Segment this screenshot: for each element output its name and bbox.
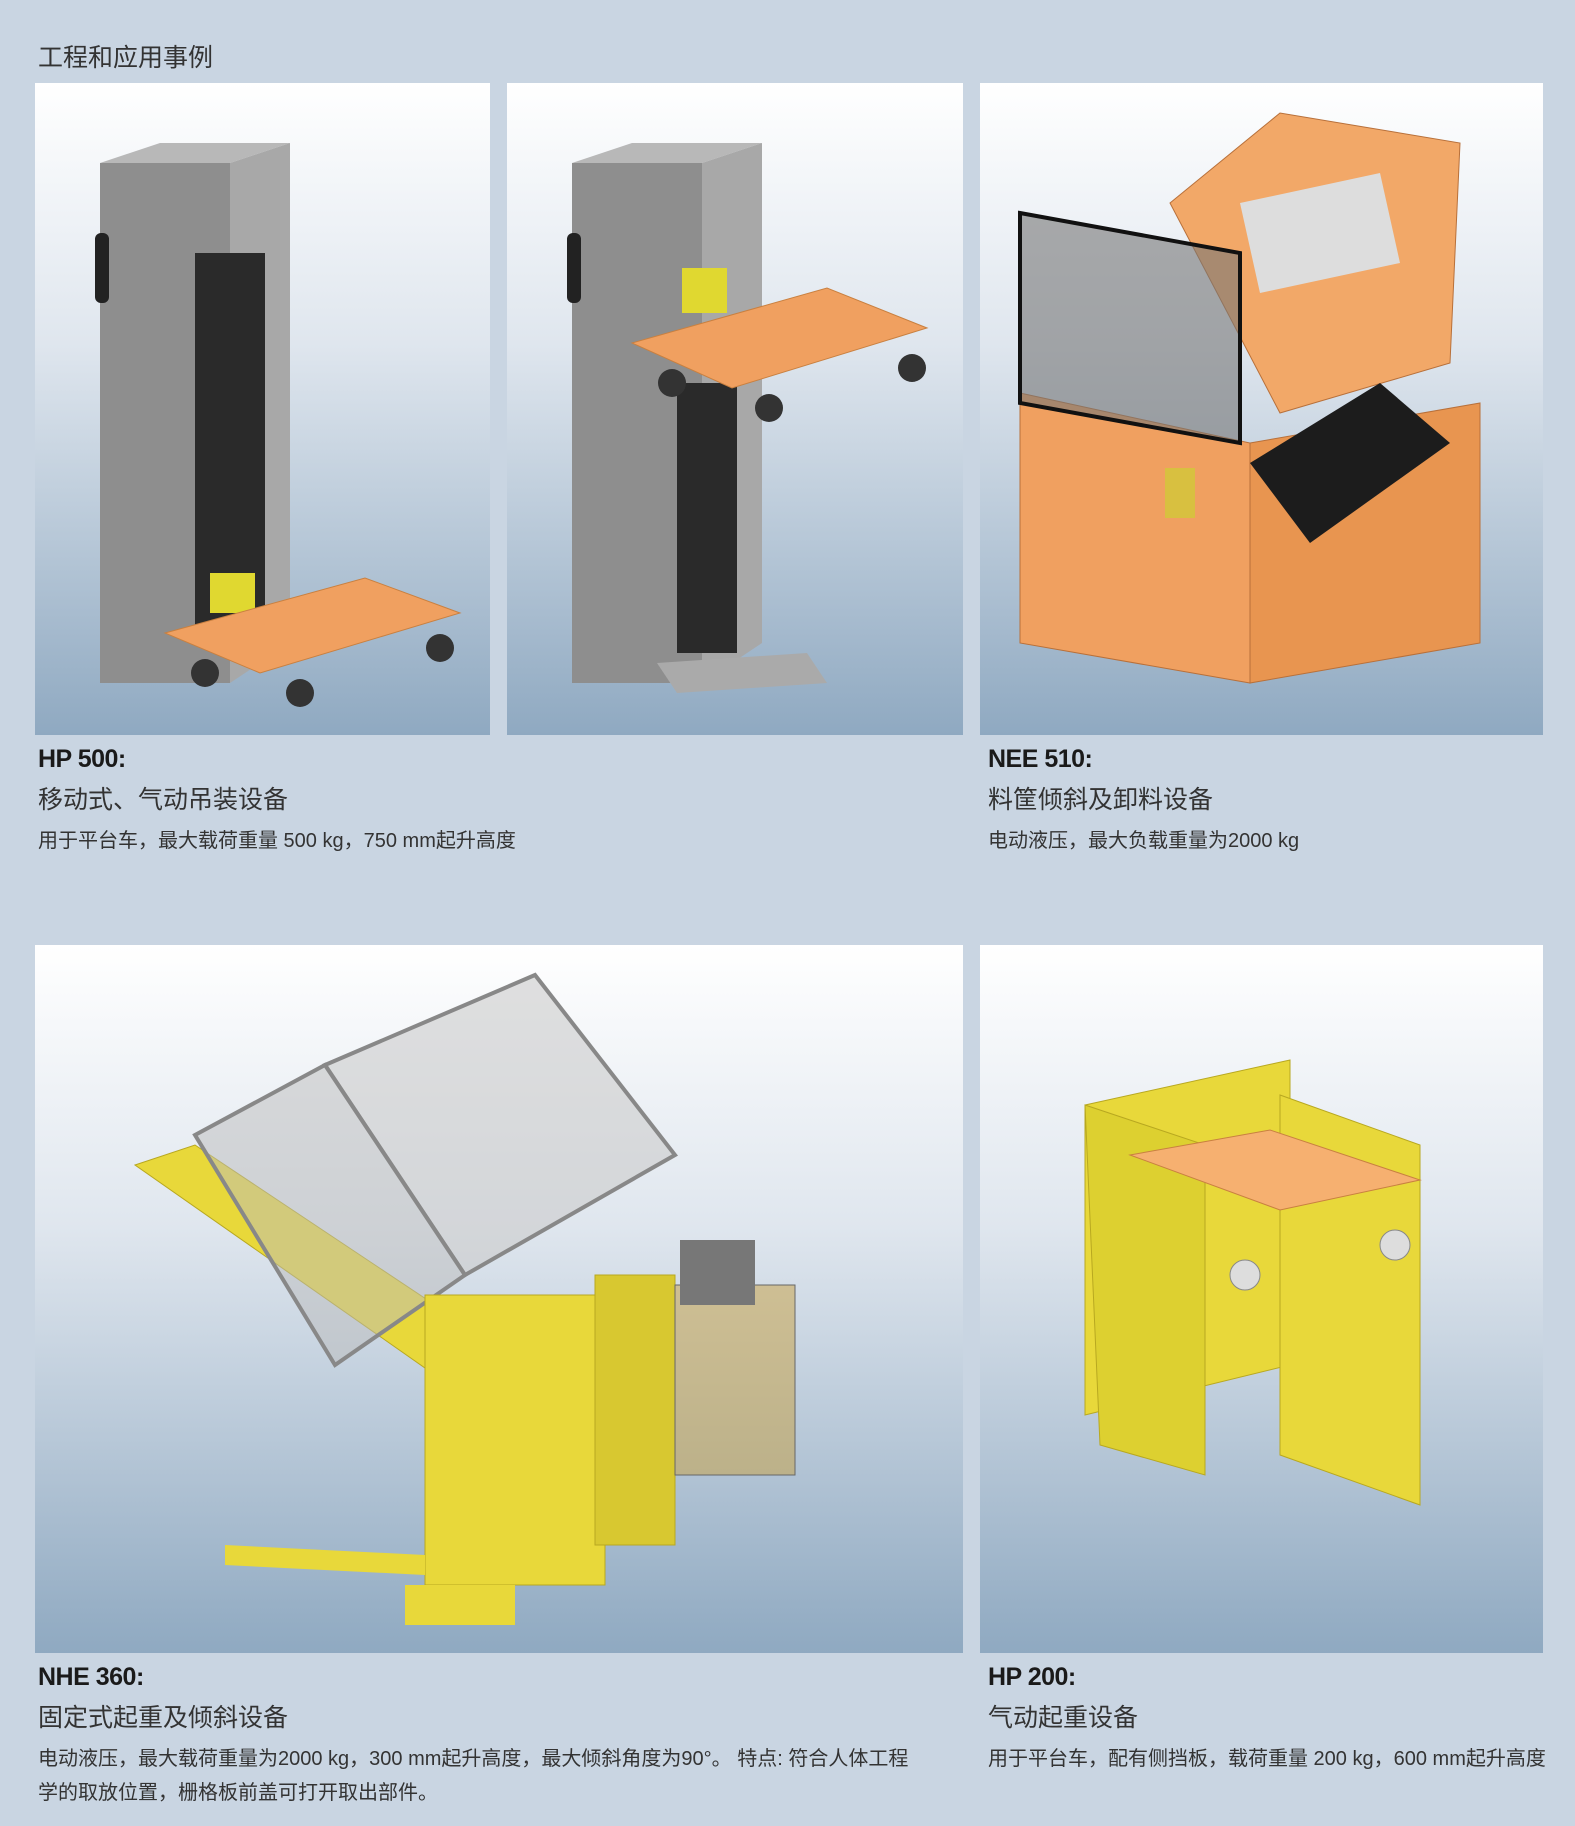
page-title: 工程和应用事例 bbox=[38, 44, 214, 72]
product-subtitle: 料筐倾斜及卸料设备 bbox=[988, 786, 1214, 814]
hp500-image-raised bbox=[507, 83, 963, 735]
product-subtitle: 气动起重设备 bbox=[988, 1704, 1139, 1732]
product-model: HP 500: bbox=[38, 745, 126, 773]
product-model: HP 200: bbox=[988, 1663, 1076, 1691]
product-caption-hp500: HP 500: 移动式、气动吊装设备 用于平台车，最大载荷重量 500 kg，7… bbox=[38, 745, 598, 858]
product-model: NHE 360: bbox=[38, 1663, 144, 1691]
product-caption-nee510: NEE 510: 料筐倾斜及卸料设备 电动液压，最大负载重量为2000 kg bbox=[988, 745, 1548, 858]
product-caption-hp200: HP 200: 气动起重设备 用于平台车，配有侧挡板，载荷重量 200 kg，6… bbox=[988, 1663, 1548, 1776]
nhe360-image bbox=[35, 945, 963, 1653]
product-description: 用于平台车，最大载荷重量 500 kg，750 mm起升高度 bbox=[38, 830, 516, 852]
product-model: NEE 510: bbox=[988, 745, 1093, 773]
product-caption-nhe360: NHE 360: 固定式起重及倾斜设备 电动液压，最大载荷重量为2000 kg，… bbox=[38, 1663, 928, 1810]
product-subtitle: 固定式起重及倾斜设备 bbox=[38, 1704, 289, 1732]
hp200-image bbox=[980, 945, 1543, 1653]
product-description: 电动液压，最大负载重量为2000 kg bbox=[988, 830, 1300, 852]
product-description: 电动液压，最大载荷重量为2000 kg，300 mm起升高度，最大倾斜角度为90… bbox=[38, 1748, 909, 1804]
product-subtitle: 移动式、气动吊装设备 bbox=[38, 786, 289, 814]
nee510-image bbox=[980, 83, 1543, 735]
hp500-image-lowered bbox=[35, 83, 490, 735]
product-description: 用于平台车，配有侧挡板，载荷重量 200 kg，600 mm起升高度 bbox=[988, 1748, 1546, 1770]
